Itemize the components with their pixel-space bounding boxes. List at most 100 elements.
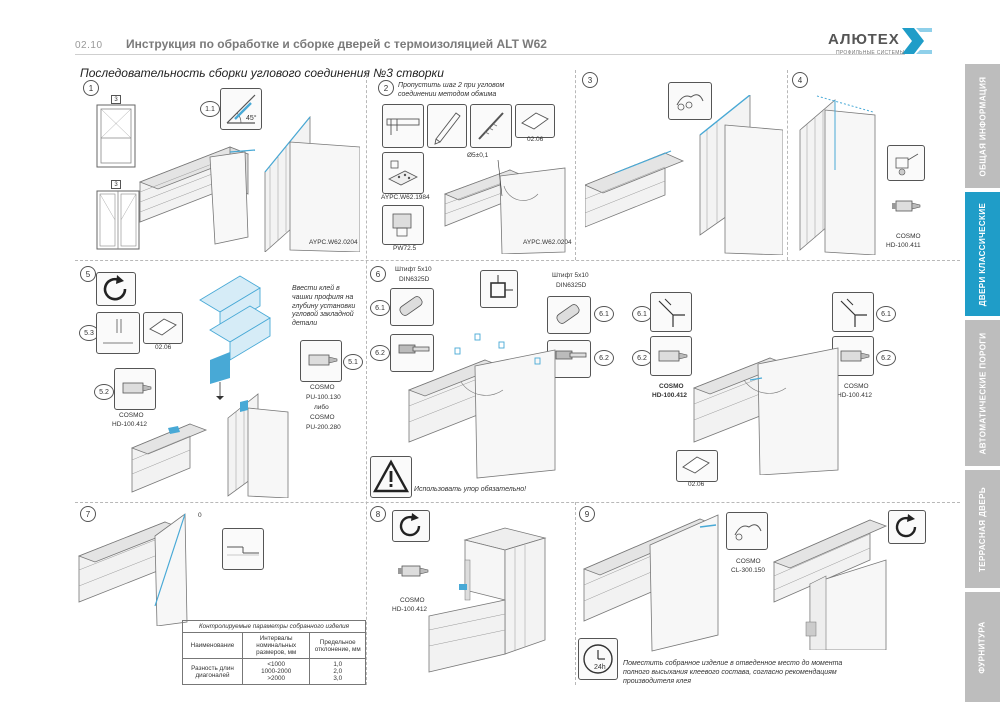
warning-icon — [370, 456, 412, 498]
pin-standard-left: DIN6325D — [399, 276, 430, 283]
angle-stop-icon — [832, 292, 874, 332]
drill-jig-icon — [382, 152, 424, 194]
glue-gun-icon — [398, 565, 429, 577]
glue-code: CL-300.150 — [731, 567, 765, 574]
substep-5-1-marker: 5.1 — [343, 354, 363, 370]
header-divider — [75, 54, 905, 55]
logo-subtitle: ПРОФИЛЬНЫЕ СИСТЕМЫ — [836, 50, 905, 56]
tab-general-info[interactable]: ОБЩАЯ ИНФОРМАЦИЯ — [965, 64, 1000, 188]
table-header: Наименование — [182, 632, 243, 659]
step-5-profile-illustration — [130, 393, 289, 498]
grid-line — [75, 502, 960, 503]
tab-hardware[interactable]: ФУРНИТУРА — [965, 592, 1000, 702]
side-tabs: ОБЩАЯ ИНФОРМАЦИЯ ДВЕРИ КЛАССИЧЕСКИЕ АВТО… — [965, 64, 1000, 702]
step-9-note: Поместить собранное изделие в отведенное… — [623, 660, 843, 685]
rotate-icon — [392, 510, 430, 542]
part-label: AYPC.W62.0204 — [523, 239, 572, 246]
control-parameters-table: Контролируемые параметры собранного изде… — [182, 620, 366, 685]
pin-standard-right: DIN6325D — [556, 282, 587, 289]
step-7-profile-illustration — [77, 513, 188, 626]
glue-code: HD-100.412 — [392, 606, 428, 613]
press-tool-label: PW72.5 — [393, 245, 417, 252]
glue-gun-icon — [114, 368, 156, 410]
drill-diameter: Ø5±0,1 — [467, 152, 489, 159]
glue-brand: COSMO — [844, 383, 869, 390]
glue-gun-icon — [832, 336, 874, 376]
glue-code: HD-100.412 — [112, 421, 148, 428]
cleaning-cloth-icon — [676, 450, 718, 482]
step-5-note: Ввести клей в чашки профиля на глубину у… — [292, 285, 356, 327]
glue-brand: COSMO — [659, 383, 684, 390]
tab-terrace-door[interactable]: ТЕРРАСНАЯ ДВЕРЬ — [965, 470, 1000, 588]
substep-6-1-marker: 6.1 — [876, 306, 896, 322]
glue-line-5: PU-200.280 — [306, 424, 341, 431]
glue-brand: COSMO — [119, 412, 144, 419]
pin-label-right: Штифт 5x10 — [552, 272, 589, 279]
grid-line — [787, 70, 788, 260]
glue-gun-icon — [650, 336, 692, 376]
step-2-marker: 2 — [378, 80, 394, 96]
substep-6-2-marker: 6.2 — [370, 345, 390, 361]
step-9-left-profile-illustration — [582, 514, 719, 652]
step-5-marker: 5 — [80, 266, 96, 282]
table-cell: 1,0 2,0 3,0 — [309, 658, 366, 685]
angle-label: 45° — [246, 115, 257, 122]
substep-5-2-marker: 5.2 — [94, 384, 114, 400]
grid-line — [75, 260, 960, 261]
substep-6-1-marker: 6.1 — [370, 300, 390, 316]
reference-code: 02.06 — [527, 136, 544, 143]
glue-gun-icon — [300, 340, 342, 382]
rotate-icon — [888, 510, 926, 544]
glue-line-4: COSMO — [310, 414, 335, 421]
door-type-label: 3 — [111, 180, 121, 189]
jig-label: AYPC.W62.1984 — [381, 194, 430, 201]
grid-line — [575, 502, 576, 685]
substep-5-3-marker: 5.3 — [79, 325, 99, 341]
drying-time: 24h — [594, 664, 606, 671]
substep-6-2-marker: 6.2 — [632, 350, 652, 366]
window-type-label: 3 — [111, 95, 121, 104]
tab-classic-doors[interactable]: ДВЕРИ КЛАССИЧЕСКИЕ — [965, 192, 1000, 316]
step-9-marker: 9 — [579, 506, 595, 522]
press-tool-icon — [382, 205, 424, 245]
section-title: Последовательность сборки углового соеди… — [80, 66, 444, 80]
glue-line-3: либо — [314, 404, 329, 411]
page-number: 02.10 — [75, 40, 103, 51]
substep-6-2-marker: 6.2 — [876, 350, 896, 366]
grid-line — [366, 70, 367, 685]
step-1-profile-illustration — [138, 115, 360, 252]
glue-brand: COSMO — [896, 233, 921, 240]
hammer-icon — [390, 334, 434, 372]
tab-automatic-thresholds[interactable]: АВТОМАТИЧЕСКИЕ ПОРОГИ — [965, 320, 1000, 466]
pencil-icon — [427, 104, 467, 148]
glue-code: HD-100.412 — [837, 392, 873, 399]
step-2-profile-illustration — [443, 159, 566, 254]
drill-bit-icon — [470, 104, 512, 148]
glue-cleaning-icon — [887, 145, 925, 181]
step-4-profile-illustration — [799, 95, 876, 255]
reference-code: 02.06 — [155, 344, 172, 351]
warning-text: Использовать упор обязательно! — [414, 486, 527, 493]
pin-label-left: Штифт 5x10 — [395, 266, 432, 273]
step-8-marker: 8 — [370, 506, 386, 522]
clock-icon — [578, 638, 618, 680]
logo-text: АЛЮТЕХ — [828, 31, 900, 48]
document-title: Инструкция по обработке и сборке дверей … — [126, 37, 547, 51]
step-3-marker: 3 — [582, 72, 598, 88]
measure-depth-icon — [96, 312, 140, 354]
angle-stop-icon — [650, 292, 692, 332]
glue-wipe-icon — [726, 512, 768, 550]
step-7-marker: 7 — [80, 506, 96, 522]
substep-6-2-marker: 6.2 — [594, 350, 614, 366]
glue-code: HD-100.412 — [652, 392, 688, 399]
saw-angle-icon — [220, 88, 262, 130]
table-header: Предельное отклонение, мм — [309, 632, 366, 659]
double-door-thumbnail — [96, 190, 140, 250]
table-header: Интервалы номинальных размеров, мм — [241, 632, 311, 659]
step-3-profile-illustration — [585, 95, 783, 255]
glue-line-1: COSMO — [310, 384, 335, 391]
pin-icon — [547, 296, 591, 334]
table-cell: <1000 1000-2000 >2000 — [241, 658, 311, 685]
pin-icon — [390, 288, 434, 326]
substep-6-1-marker: 6.1 — [594, 306, 614, 322]
